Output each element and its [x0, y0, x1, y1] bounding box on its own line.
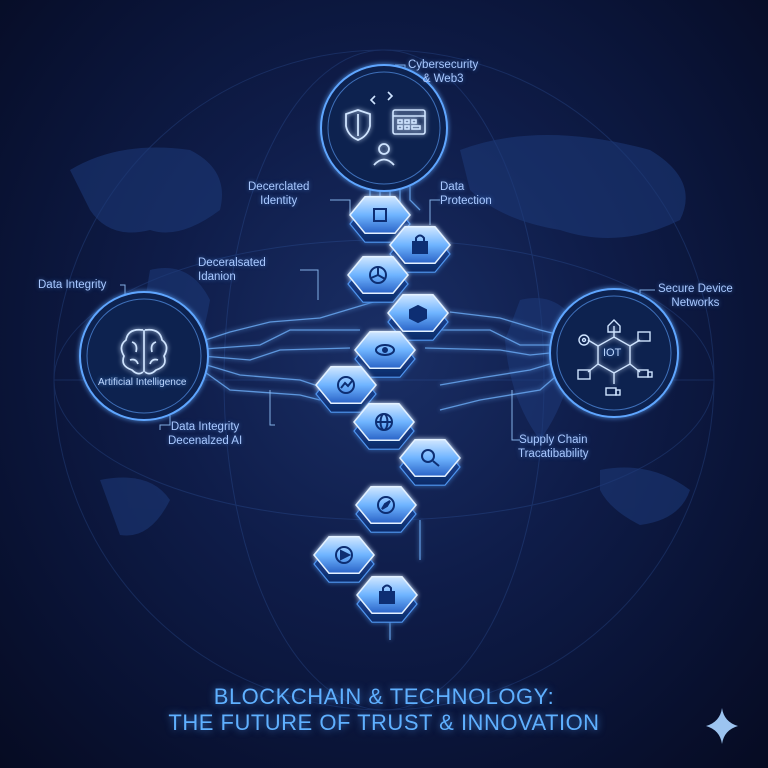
block-6 [315, 366, 377, 413]
label-dec-line2: Idanion [198, 271, 236, 283]
block-5 [354, 331, 416, 378]
label-artificial-intelligence: Artificial Intelligence [98, 377, 187, 388]
block-top [399, 439, 461, 477]
label-di-top-text: Data Integrity [38, 279, 107, 291]
label-data-integrity-top: Data Integrity [38, 278, 106, 292]
truck-icon [605, 369, 653, 396]
sparkle-icon [706, 708, 738, 744]
lock-icon [379, 584, 395, 604]
label-dp-line1: Data [440, 181, 465, 193]
label-di-bottom-line2: Decenalzed AI [168, 435, 243, 447]
label-sdn-line2: Networks [671, 297, 720, 309]
label-cybersecurity-line2: & Web3 [422, 73, 464, 85]
label-sdn-line1: Secure Device [658, 283, 733, 295]
label-cybersecurity-line1: Cybersecurity [408, 59, 479, 71]
label-did-line2: Identity [260, 195, 298, 207]
iot-hub [549, 288, 679, 418]
title-line2: THE FUTURE OF TRUST & INNOVATION [168, 710, 600, 735]
shield-icon [345, 109, 371, 141]
label-cybersecurity: Cybersecurity & Web3 [408, 58, 478, 86]
block-9 [355, 486, 417, 533]
sensor-icon [578, 334, 590, 346]
label-di-bottom-line1: Data Integrity [170, 421, 240, 433]
block-10 [313, 536, 375, 583]
label-dp-line2: Protection [440, 195, 492, 207]
label-decentralized-identity: Decerclated Identity [248, 180, 309, 208]
label-iot: IOT [603, 347, 622, 359]
cybersecurity-hub [320, 64, 448, 192]
background-continents [70, 135, 690, 536]
block-top [349, 196, 411, 234]
compass-icon [377, 496, 395, 514]
leader-lines [120, 64, 655, 441]
user-icon [373, 143, 395, 166]
box-icon [409, 304, 427, 324]
label-dec-line1: Deceralsated [198, 257, 266, 269]
node-icon [375, 344, 395, 356]
play-icon [335, 546, 353, 564]
sync-arrows-icon [369, 91, 394, 105]
label-supply-chain: Supply Chain Tracatibability [518, 433, 589, 461]
brain-icon [120, 328, 168, 375]
label-data-protection: Data Protection [440, 180, 492, 208]
lock-icon [412, 234, 428, 254]
label-secure-device-networks: Secure Device Networks [658, 282, 733, 310]
chart-icon [337, 376, 355, 394]
search-icon [421, 449, 440, 467]
block-11 [356, 576, 418, 623]
label-sc-line1: Supply Chain [519, 434, 588, 446]
block-2 [389, 226, 451, 273]
monitor-icon [577, 331, 651, 380]
label-did-line1: Decerclated [248, 181, 310, 193]
globe-icon [375, 413, 393, 431]
pie-chart-icon [369, 266, 387, 284]
home-icon [607, 319, 621, 333]
label-sc-line2: Tracatibability [518, 448, 589, 460]
label-decentralized: Deceralsated Idanion [198, 256, 266, 284]
block-3 [347, 256, 409, 303]
block-8 [399, 439, 461, 486]
blockchain-chain [313, 196, 461, 623]
block-7 [353, 403, 415, 450]
web-window-icon [392, 109, 426, 135]
title-line1: BLOCKCHAIN & TECHNOLOGY: [213, 684, 555, 709]
label-data-integrity-bottom: Data Integrity Decenalzed AI [168, 420, 242, 448]
cube-icon [373, 208, 387, 222]
block-4 [387, 294, 449, 341]
block-1 [349, 196, 411, 243]
